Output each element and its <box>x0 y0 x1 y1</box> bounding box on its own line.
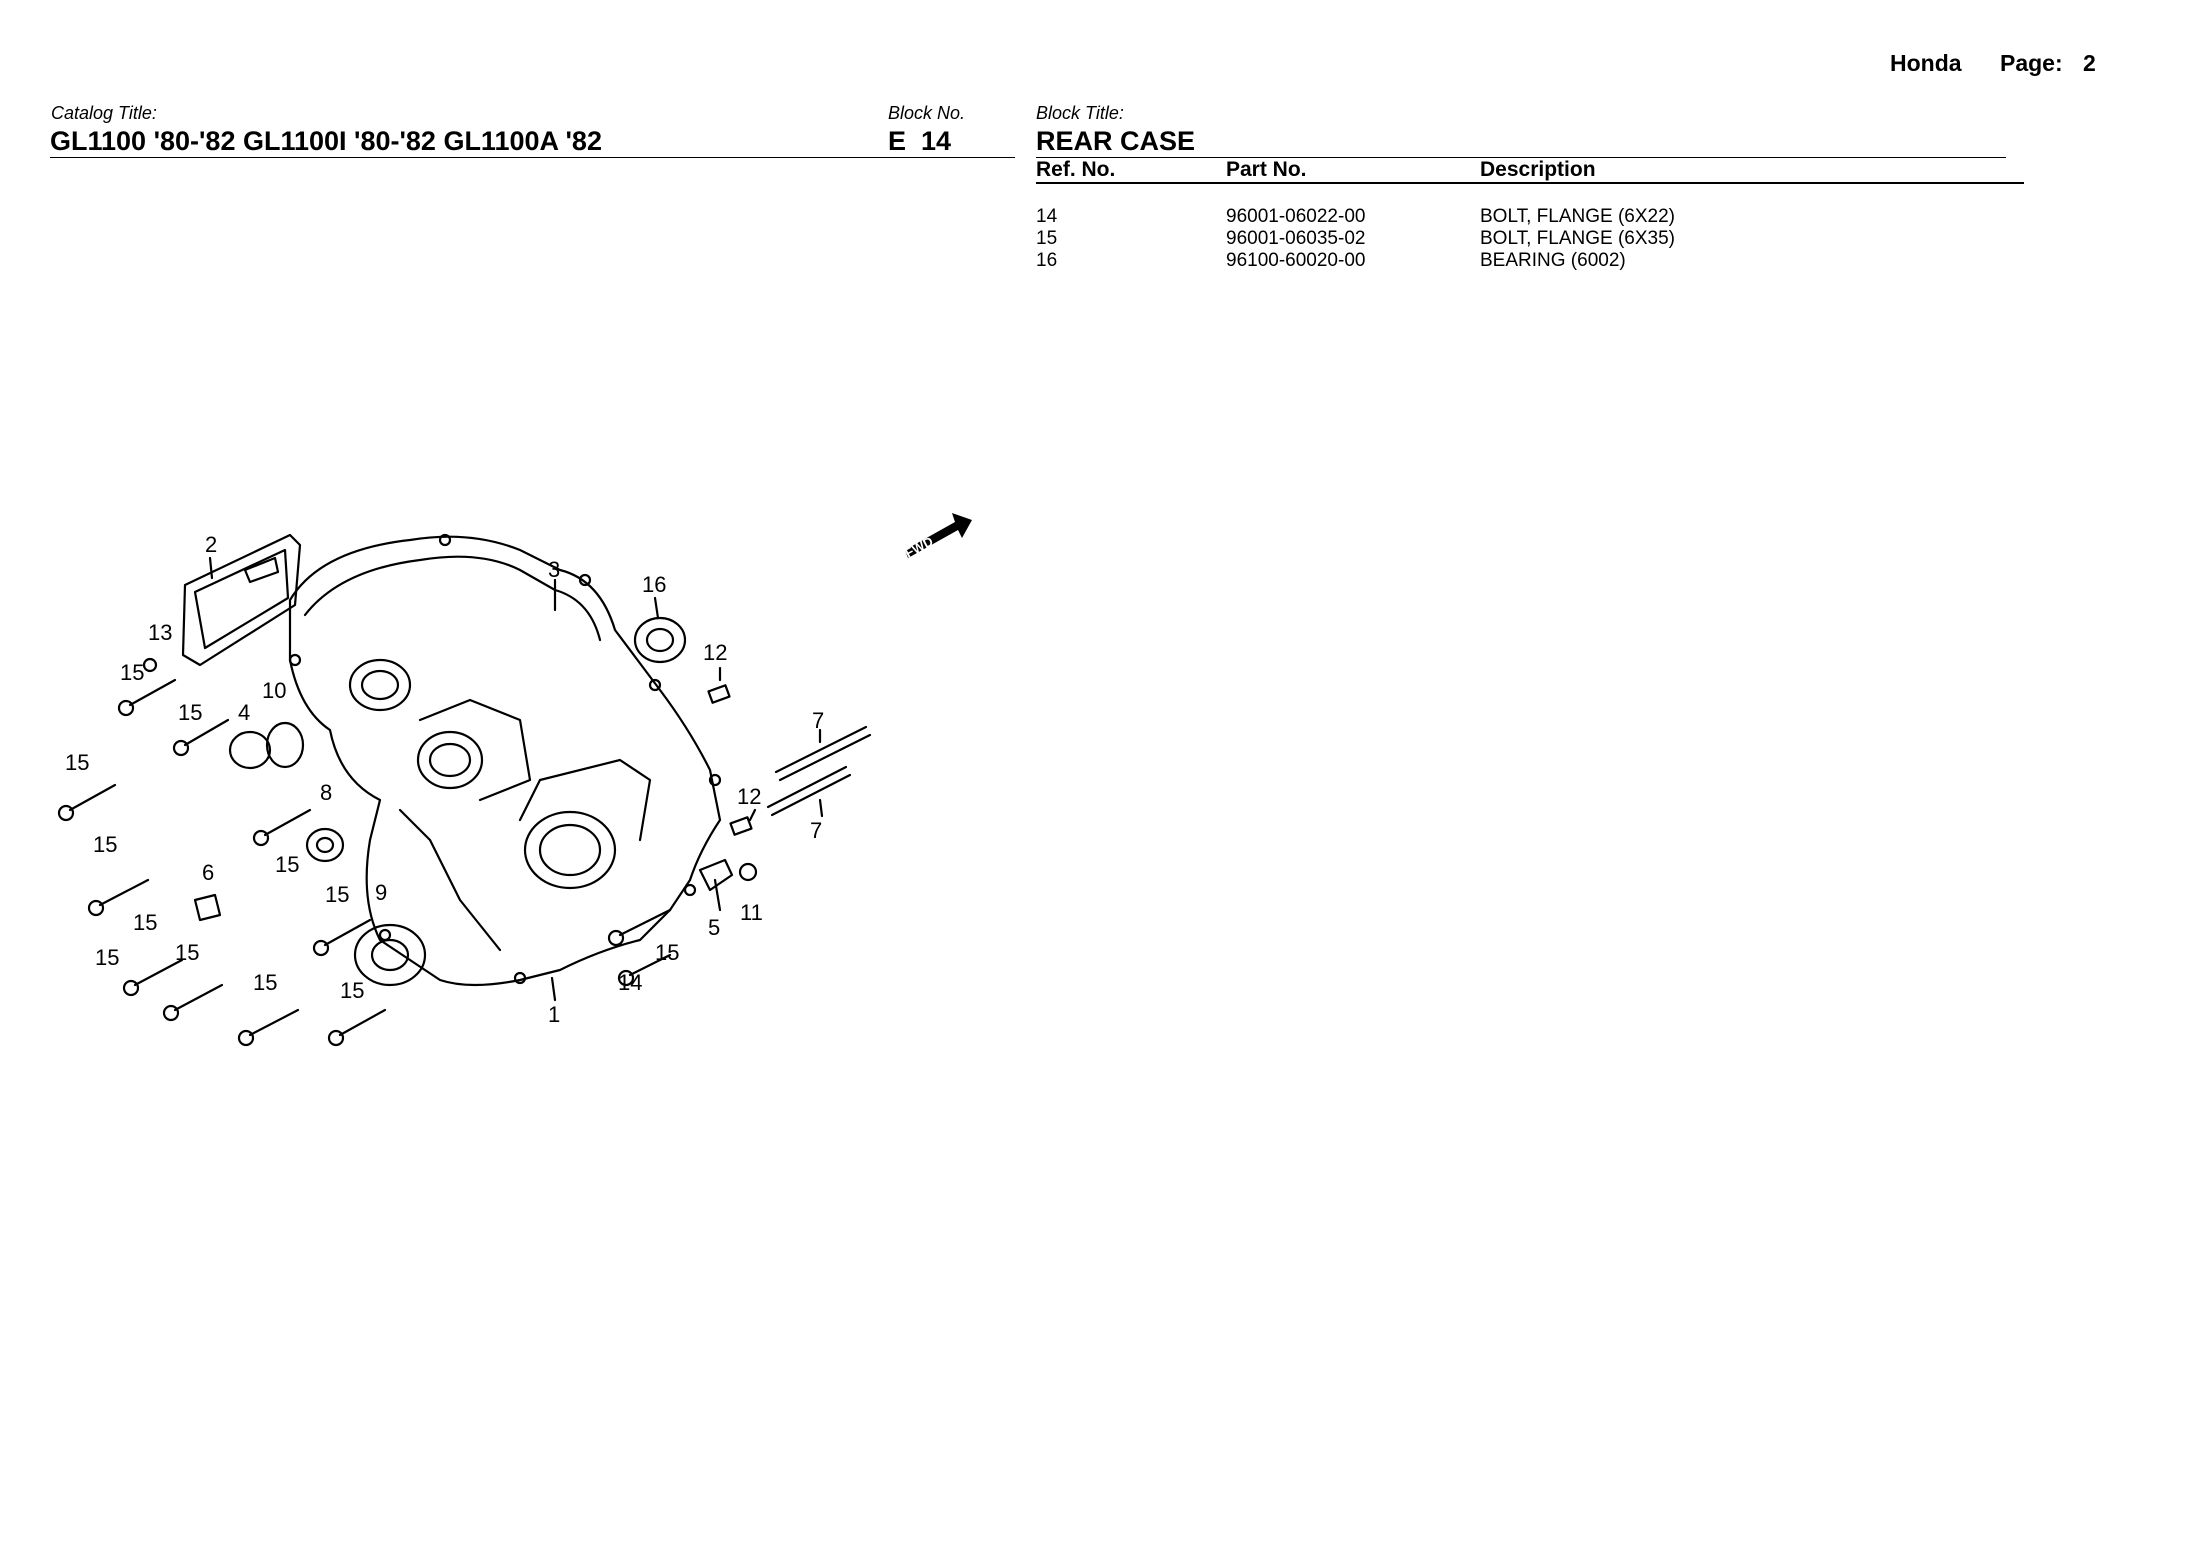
callout-label: 10 <box>262 678 286 703</box>
callout-label: 16 <box>642 572 666 597</box>
catalog-title: GL1100 '80-'82 GL1100I '80-'82 GL1100A '… <box>50 126 602 156</box>
callout-label: 12 <box>737 784 761 809</box>
callout-label: 5 <box>708 915 720 940</box>
callout-label: 13 <box>148 620 172 645</box>
fwd-label: FWD <box>902 534 935 561</box>
page-label: Page: <box>2000 50 2063 76</box>
part-no: 96001-06022-00 <box>1226 206 1366 227</box>
col-header-desc: Description <box>1480 158 1596 181</box>
callout-label: 12 <box>703 640 727 665</box>
callout-label: 7 <box>810 818 822 843</box>
ref-no: 15 <box>1036 228 1058 249</box>
callout-label: 1 <box>548 1002 560 1027</box>
callout-label: 15 <box>95 945 119 970</box>
callout-label: 11 <box>740 900 763 925</box>
callout-label: 15 <box>275 852 299 877</box>
callout-label: 15 <box>253 970 277 995</box>
part-no: 96100-60020-00 <box>1226 250 1366 271</box>
callout-label: 2 <box>205 532 217 557</box>
table-header-divider <box>1036 182 2024 184</box>
callout-label: 8 <box>320 780 332 805</box>
col-header-part: Part No. <box>1226 158 1307 181</box>
description: BOLT, FLANGE (6X22) <box>1480 206 1675 227</box>
description: BEARING (6002) <box>1480 250 1626 271</box>
brand-name: Honda <box>1890 50 1962 76</box>
block-no-label: Block No. <box>888 103 966 123</box>
callout-label: 15 <box>340 978 364 1003</box>
rear-case-exploded-diagram: FWD 1 2 3 4 5 6 7 7 8 9 10 11 12 12 13 1… <box>57 513 972 1047</box>
callout-label: 3 <box>548 557 560 582</box>
catalog-divider <box>50 157 1015 158</box>
callout-label: 6 <box>202 860 214 885</box>
callout-label: 15 <box>120 660 144 685</box>
fwd-arrow-icon: FWD <box>902 513 972 561</box>
callout-label: 15 <box>655 940 679 965</box>
catalog-title-label: Catalog Title: <box>51 103 157 123</box>
block-title: REAR CASE <box>1036 126 1196 156</box>
callout-label: 14 <box>618 970 642 995</box>
block-title-label: Block Title: <box>1036 103 1124 123</box>
ref-no: 16 <box>1036 250 1058 271</box>
description: BOLT, FLANGE (6X35) <box>1480 228 1675 249</box>
callout-label: 15 <box>133 910 157 935</box>
page-number: 2 <box>2083 50 2096 76</box>
ref-no: 14 <box>1036 206 1058 227</box>
callout-label: 15 <box>93 832 117 857</box>
callout-label: 15 <box>178 700 202 725</box>
callout-label: 9 <box>375 880 387 905</box>
block-title-divider <box>1036 157 2006 158</box>
block-no: E 14 <box>888 126 952 156</box>
callout-label: 15 <box>325 882 349 907</box>
col-header-ref: Ref. No. <box>1036 158 1116 181</box>
callout-label: 15 <box>175 940 199 965</box>
part-no: 96001-06035-02 <box>1226 228 1366 249</box>
callout-label: 15 <box>65 750 89 775</box>
callout-label: 7 <box>812 708 824 733</box>
callout-label: 4 <box>238 700 250 725</box>
